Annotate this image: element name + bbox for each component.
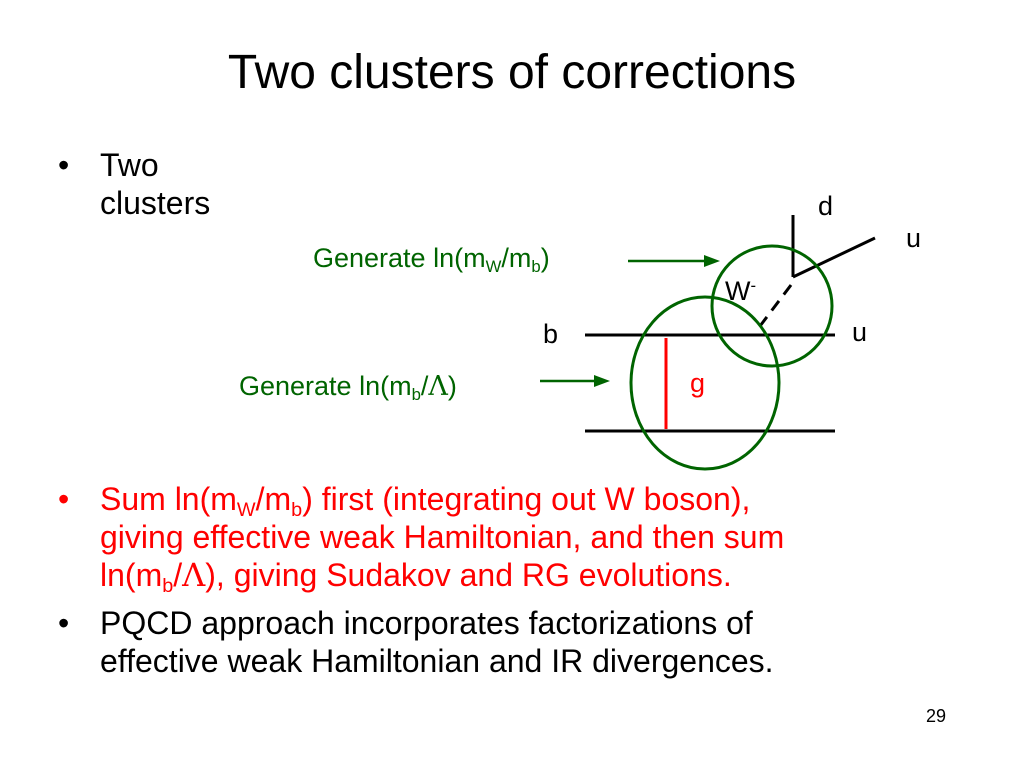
bullet-dot: •: [58, 147, 70, 183]
w-boson-label: W-: [725, 275, 757, 306]
qcd-cluster-circle: [629, 295, 781, 471]
b-quark-label: b: [543, 319, 559, 349]
generate-ln-mw-mb-label: Generate ln(mW/mb): [313, 243, 550, 277]
arrow-bottom-head: [594, 375, 610, 387]
bullet-dot: •: [58, 481, 70, 517]
arrow-top-head: [704, 255, 720, 267]
slide-number: 29: [926, 706, 947, 726]
w-boson-propagator: [755, 284, 793, 331]
w-cluster-circle: [710, 244, 834, 368]
d-quark-label: d: [818, 191, 834, 221]
bullet-dot: •: [58, 605, 70, 641]
slide-title: Two clusters of corrections: [227, 46, 797, 99]
generate-ln-mb-lambda-label: Generate ln(mb/Λ): [239, 371, 457, 405]
bullet-text: PQCD approach incorporates factorization…: [100, 605, 774, 679]
bullet-text: Sum ln(mW/mb) first (integrating out W b…: [100, 481, 785, 597]
u-quark-label-mid: u: [852, 317, 868, 347]
gluon-label: g: [690, 368, 706, 398]
u-quark-line: [792, 236, 876, 279]
u-quark-label-top: u: [906, 223, 922, 253]
bullet-text: Two clusters: [100, 147, 211, 221]
